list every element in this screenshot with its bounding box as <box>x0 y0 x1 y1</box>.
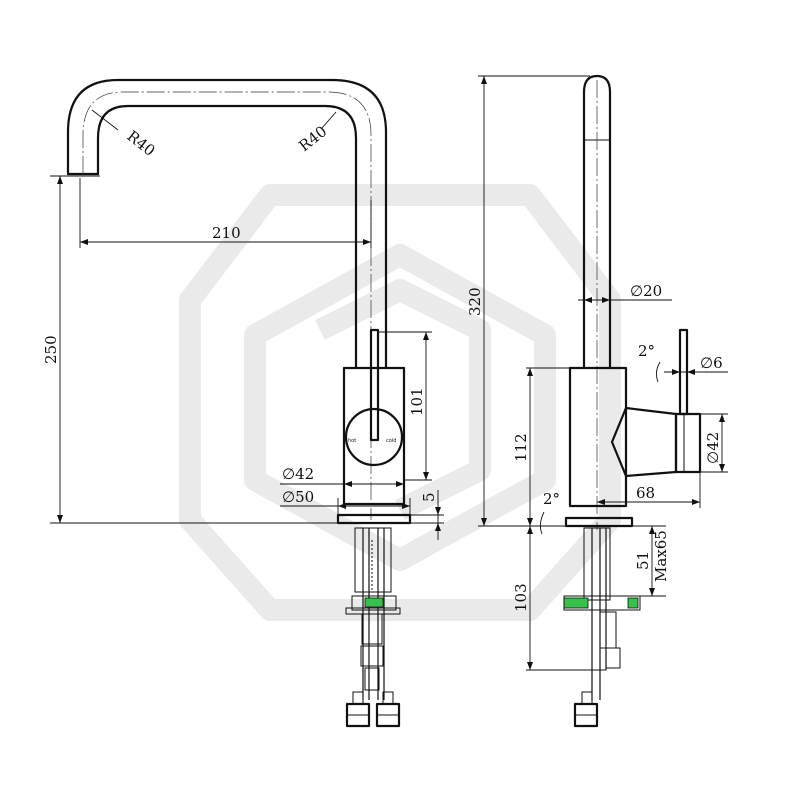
front-shank <box>345 527 401 728</box>
side-max-mounting-dim: Max65 <box>652 530 670 582</box>
side-shank-height-dim: 51 <box>634 551 652 570</box>
side-spout <box>582 74 612 370</box>
watermark-logo <box>179 184 621 621</box>
front-spout-inner <box>96 104 358 370</box>
front-r40-left: R40 <box>124 127 159 160</box>
front-body <box>342 366 406 506</box>
cold-label: cold <box>386 438 396 444</box>
side-handle-diameter-dim: ∅42 <box>704 432 722 464</box>
side-below-deck-dim: 103 <box>512 583 530 612</box>
side-height-dim: 320 <box>466 287 484 316</box>
side-body <box>568 366 628 508</box>
front-handle-disc <box>344 407 404 467</box>
front-lever-height-dim: 101 <box>408 387 426 416</box>
front-flange-dim: 5 <box>420 492 438 502</box>
side-lever-angle: 2° <box>638 342 655 360</box>
side-handle <box>674 412 702 474</box>
side-shank <box>563 527 641 728</box>
front-view: hot cold R40 <box>42 78 444 728</box>
front-lever <box>369 328 380 442</box>
front-body-diameter-dim: ∅42 <box>282 465 314 483</box>
side-lever-diameter-dim: ∅6 <box>700 354 723 372</box>
side-view: 320 ∅20 2° ∅6 ∅42 112 68 2° <box>466 74 728 728</box>
side-base-flange <box>564 516 634 528</box>
side-handle-arm <box>610 406 678 478</box>
front-base-diameter-dim: ∅50 <box>282 488 314 506</box>
side-body-height-dim: 112 <box>512 433 530 462</box>
hot-label: hot <box>348 438 356 444</box>
front-spout <box>66 78 388 370</box>
side-base-angle: 2° <box>543 490 560 508</box>
front-reach-dim: 210 <box>212 224 241 242</box>
side-spout-diameter-dim: ∅20 <box>630 282 662 300</box>
front-base-flange <box>336 513 412 525</box>
side-projection-dim: 68 <box>636 484 655 502</box>
front-r40-right: R40 <box>295 122 330 155</box>
front-height-dim: 250 <box>42 335 60 364</box>
